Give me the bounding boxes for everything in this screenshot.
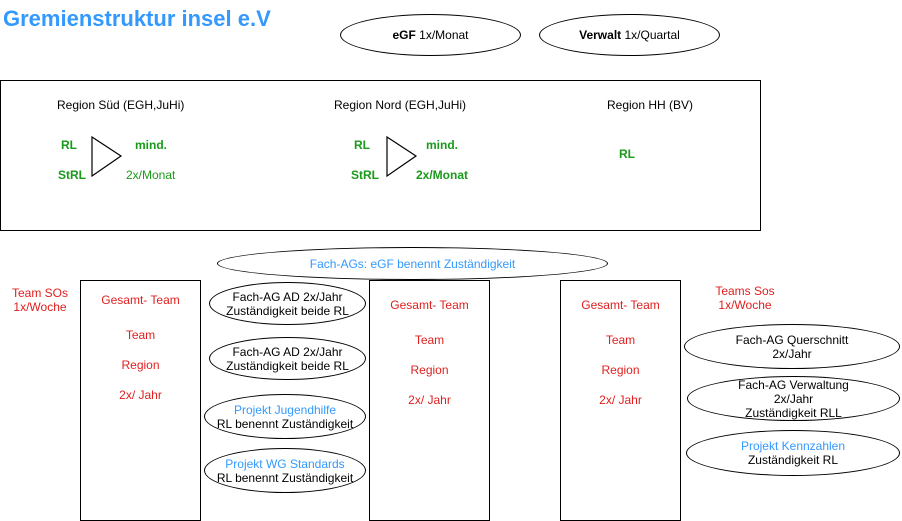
- region-nord-strl: StRL: [351, 168, 379, 182]
- region-nord-label: Region Nord (EGH,JuHi): [334, 98, 467, 112]
- fach-ag-querschnitt-line2: 2x/Jahr: [772, 346, 812, 361]
- egf-bold-label: eGF: [392, 28, 416, 42]
- gesamt-team-3-freq: 2x/ Jahr: [599, 393, 642, 407]
- gesamt-team-box-2: Gesamt- Team Team Region 2x/ Jahr: [369, 280, 490, 521]
- gesamt-team-3-region: Region: [601, 363, 640, 377]
- region-sued-rl: RL: [61, 138, 77, 152]
- gesamt-team-box-3: Gesamt- Team Team Region 2x/ Jahr: [560, 280, 681, 521]
- gesamt-team-box-1: Gesamt- Team Team Region 2x/ Jahr: [80, 280, 201, 521]
- region-sued-triangle: [91, 136, 123, 178]
- page-title: Gremienstruktur insel e.V: [3, 6, 271, 31]
- projekt-wg-standards-title: Projekt WG Standards: [225, 456, 345, 471]
- fach-ags-label: Fach-AGs: eGF benennt Zuständigkeit: [309, 256, 516, 271]
- regions-box: [0, 80, 761, 231]
- gesamt-team-2-team: Team: [414, 333, 445, 347]
- gesamt-team-3-header: Gesamt- Team: [581, 298, 660, 312]
- fach-ag-ad-1-line2: Zuständigkeit beide RL: [226, 303, 349, 318]
- projekt-wg-standards-ellipse[interactable]: Projekt WG Standards RL benennt Zuständi…: [204, 448, 366, 493]
- team-sos-left-line2: 1x/Woche: [13, 300, 67, 314]
- gesamt-team-2-region: Region: [410, 363, 449, 377]
- gesamt-team-3-team: Team: [605, 333, 636, 347]
- projekt-jugendhilfe-title: Projekt Jugendhilfe: [233, 402, 337, 417]
- region-nord-rl: RL: [354, 138, 370, 152]
- projekt-kennzahlen-ellipse[interactable]: Projekt Kennzahlen Zuständigkeit RL: [686, 430, 900, 476]
- egf-ellipse[interactable]: eGF 1x/Monat: [340, 14, 521, 56]
- fach-ag-ad-2-line1: Fach-AG AD 2x/Jahr: [232, 344, 343, 359]
- fach-ag-ad-ellipse-1[interactable]: Fach-AG AD 2x/Jahr Zuständigkeit beide R…: [209, 282, 366, 325]
- verwalt-ellipse[interactable]: Verwalt 1x/Quartal: [539, 14, 720, 56]
- team-sos-left: Team SOs 1x/Woche: [8, 286, 72, 314]
- teams-sos-right: Teams Sos 1x/Woche: [710, 284, 780, 312]
- fach-ags-ellipse[interactable]: Fach-AGs: eGF benennt Zuständigkeit: [217, 247, 608, 280]
- teams-sos-right-line1: Teams Sos: [715, 284, 775, 298]
- region-nord-freq2: 2x/Monat: [416, 168, 469, 182]
- verwalt-bold-label: Verwalt: [579, 28, 622, 42]
- fach-ag-ad-ellipse-2[interactable]: Fach-AG AD 2x/Jahr Zuständigkeit beide R…: [209, 337, 366, 380]
- region-sued-freq2: 2x/Monat: [126, 168, 176, 182]
- gesamt-team-1-team: Team: [125, 328, 156, 342]
- teams-sos-right-line2: 1x/Woche: [718, 298, 772, 312]
- fach-ag-ad-1-line1: Fach-AG AD 2x/Jahr: [232, 289, 343, 304]
- region-hh-label: Region HH (BV): [607, 98, 694, 112]
- gesamt-team-1-freq: 2x/ Jahr: [119, 388, 162, 402]
- projekt-jugendhilfe-desc: RL benennt Zuständigkeit: [216, 416, 354, 431]
- projekt-kennzahlen-title: Projekt Kennzahlen: [740, 439, 846, 453]
- gesamt-team-1-region: Region: [121, 358, 160, 372]
- region-sued-freq1: mind.: [135, 138, 167, 152]
- projekt-jugendhilfe-ellipse[interactable]: Projekt Jugendhilfe RL benennt Zuständig…: [204, 394, 366, 439]
- fach-ag-verwaltung-line2: 2x/Jahr: [773, 391, 814, 406]
- fach-ag-ad-2-line2: Zuständigkeit beide RL: [226, 358, 349, 373]
- gesamt-team-1-header: Gesamt- Team: [101, 293, 180, 307]
- region-sued-strl: StRL: [58, 168, 86, 182]
- gesamt-team-2-freq: 2x/ Jahr: [408, 393, 451, 407]
- projekt-wg-standards-desc: RL benennt Zuständigkeit: [216, 470, 354, 485]
- region-sued-label: Region Süd (EGH,JuHi): [57, 98, 185, 112]
- region-nord-triangle: [386, 136, 418, 178]
- region-nord-freq1: mind.: [426, 138, 458, 152]
- gesamt-team-2-header: Gesamt- Team: [390, 298, 469, 312]
- region-hh-rl: RL: [619, 147, 635, 161]
- fach-ag-querschnitt-line1: Fach-AG Querschnitt: [735, 332, 849, 347]
- fach-ag-verwaltung-ellipse[interactable]: Fach-AG Verwaltung 2x/Jahr Zuständigkeit…: [687, 376, 900, 421]
- verwalt-frequency: 1x/Quartal: [621, 28, 680, 42]
- fach-ag-verwaltung-line3: Zuständigkeit RLL: [745, 405, 842, 420]
- team-sos-left-line1: Team SOs: [11, 286, 68, 300]
- fach-ag-verwaltung-line1: Fach-AG Verwaltung: [738, 377, 849, 392]
- egf-frequency: 1x/Monat: [415, 28, 469, 42]
- projekt-kennzahlen-desc: Zuständigkeit RL: [747, 453, 839, 467]
- fach-ag-querschnitt-ellipse[interactable]: Fach-AG Querschnitt 2x/Jahr: [684, 324, 900, 369]
